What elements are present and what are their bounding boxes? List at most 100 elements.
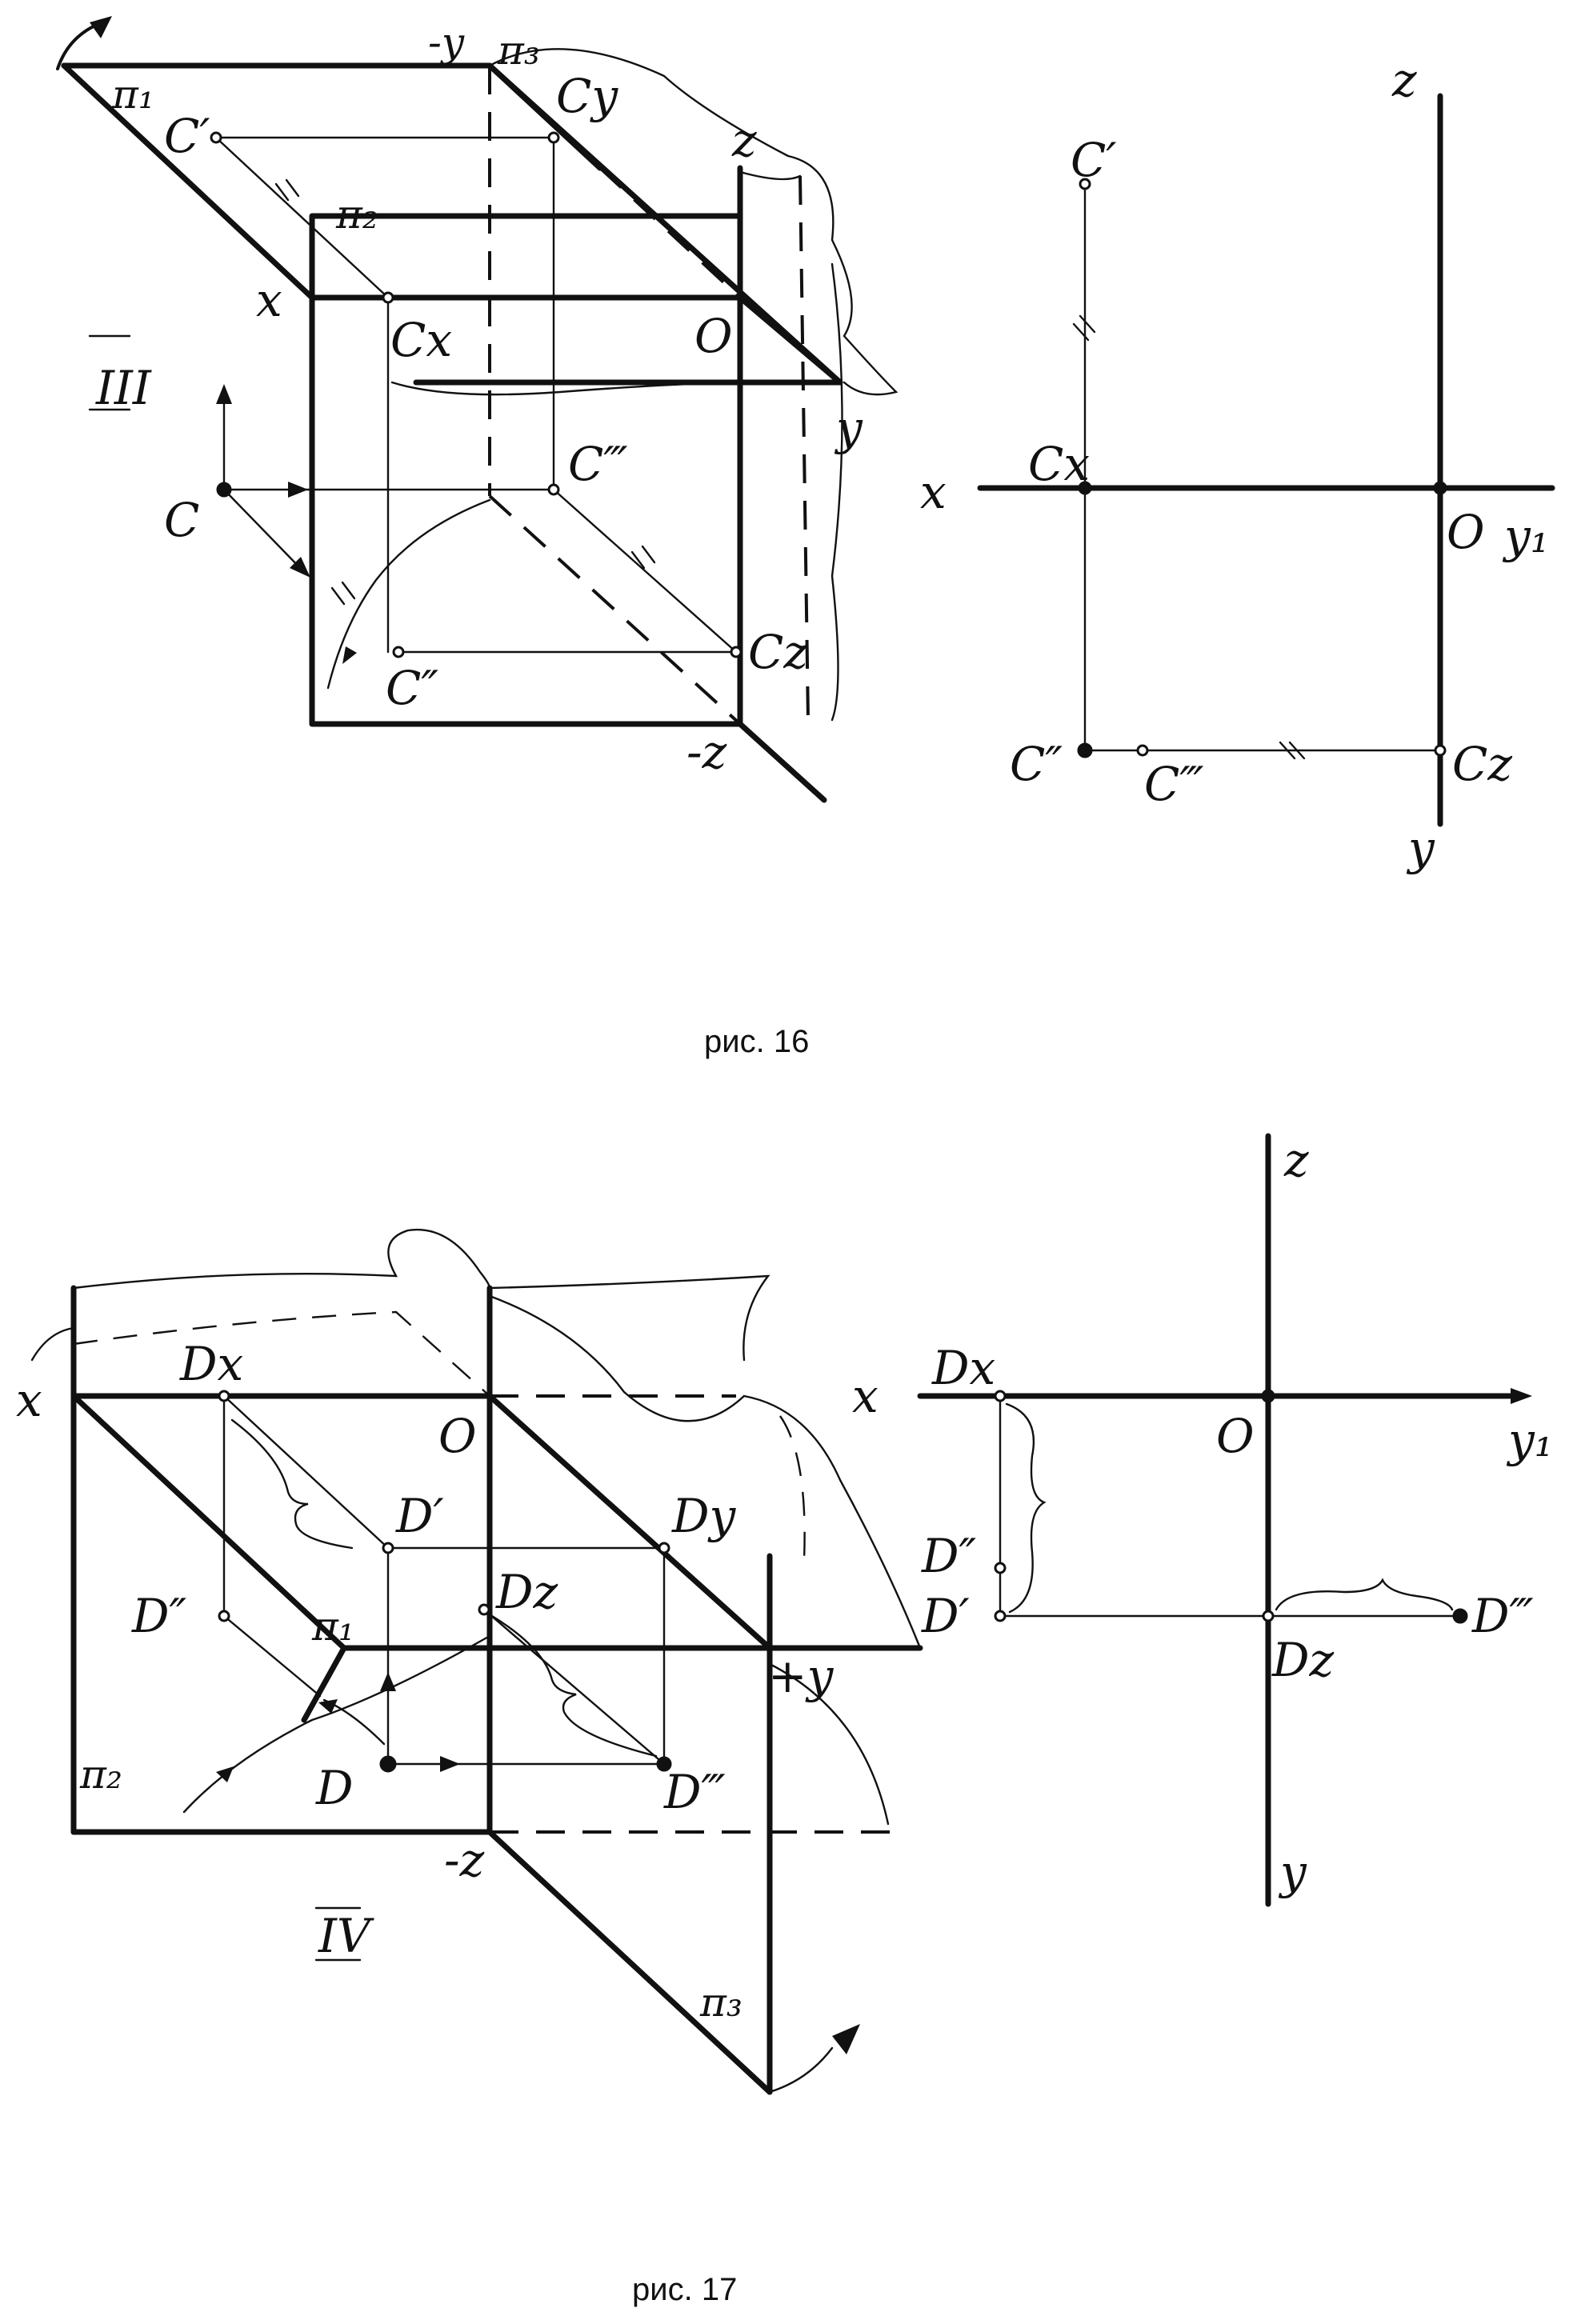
fig17-epure-label-y: y xyxy=(1278,1845,1307,1899)
fig17-epure-point-d2 xyxy=(994,1562,1007,1574)
fig16-epure-point-cx xyxy=(1078,481,1092,495)
fig16-freehand-cut-p1 xyxy=(390,381,842,396)
fig16-plane-p2-frame xyxy=(309,213,743,727)
fig16-label-c: C xyxy=(164,493,199,547)
fig16-epure-label-c1: C′ xyxy=(1071,133,1117,187)
fig16-octant-label: III xyxy=(95,361,152,415)
fig17-rotation-arrowhead xyxy=(832,2024,860,2054)
fig17-arrowhead-diag xyxy=(318,1699,338,1714)
fig17-epure-label-o: O xyxy=(1216,1409,1255,1463)
fig17-label-pos-y: +y xyxy=(768,1649,835,1703)
fig17-freehand-left xyxy=(30,1326,75,1362)
fig17-epure-brace-vertical xyxy=(1005,1402,1047,1614)
fig17-point-dy xyxy=(658,1542,670,1554)
fig16-line-c-diag xyxy=(222,488,306,574)
fig17-epure-label-d1: D′ xyxy=(921,1589,970,1643)
fig17-freehand-inner xyxy=(488,1294,746,1422)
fig17-epure-x-arrowhead xyxy=(1511,1388,1532,1404)
fig17-label-dx: Dx xyxy=(179,1337,243,1391)
fig16-plane-p1-outline xyxy=(61,62,843,386)
fig16-p1-left-edge xyxy=(61,62,315,301)
fig16-epure-point-o xyxy=(1433,481,1447,495)
fig16-epure-label-x: x xyxy=(920,465,947,519)
fig17-brace-dz-d3 xyxy=(490,1614,658,1758)
fig16-p3-top-diagonal xyxy=(486,62,603,171)
fig16-label-neg-y: -y xyxy=(428,19,465,66)
fig16-tick-2b xyxy=(341,581,356,600)
fig16-line-c1-cx xyxy=(214,136,390,299)
fig16-arrowhead-right xyxy=(288,482,308,498)
fig16-label-cy: Cy xyxy=(556,69,618,123)
fig17-point-d xyxy=(379,1755,397,1773)
fig17-epure-point-d3 xyxy=(1452,1608,1468,1624)
fig16-tick-1a xyxy=(274,182,290,202)
fig16-rotation-arrowhead xyxy=(90,16,112,38)
fig16-epure-tick-2b xyxy=(1288,741,1306,760)
fig16-point-c xyxy=(216,482,232,498)
fig16-3d-view: III π₁ π₂ π₃ -y y z -z x O C′ Cy Cx C‴ C… xyxy=(56,16,899,803)
fig17-hidden-upper xyxy=(73,1310,490,1397)
fig17-rotation-arc xyxy=(768,2046,834,2094)
fig16-epure-label-y1: y₁ xyxy=(1502,509,1549,563)
fig16-freehand-cut-upper xyxy=(488,48,899,396)
fig17-epure-point-dz xyxy=(1262,1610,1275,1622)
fig16-tick-2a xyxy=(330,586,346,606)
fig17-freehand-top-left xyxy=(72,1228,491,1290)
fig17-freehand-right xyxy=(742,1394,922,1650)
fig16-epure-label-cx: Cx xyxy=(1028,437,1090,491)
fig16-epure-point-cz xyxy=(1434,744,1447,757)
fig17-epure-label-y1: y₁ xyxy=(1506,1413,1553,1467)
fig16-epure-label-o: O xyxy=(1447,505,1485,559)
fig16-label-o: O xyxy=(694,309,733,363)
fig16-label-x: x xyxy=(256,273,282,327)
fig16-point-cx xyxy=(382,291,394,304)
fig16-epure-tick-1b xyxy=(1079,314,1096,334)
fig17-point-d1 xyxy=(382,1542,394,1554)
fig17-octant-label: IV xyxy=(318,1909,374,1963)
fig17-epure-label-d2: D″ xyxy=(921,1529,977,1583)
fig17-arrowhead-right xyxy=(440,1756,460,1772)
fig16-label-p1: π₁ xyxy=(111,71,154,118)
fig17-rotation-arc-lower xyxy=(182,1634,491,1814)
fig17-freehand-right-lower xyxy=(768,1662,890,1826)
fig17-caption: рис. 17 xyxy=(632,2272,737,2307)
fig16-point-c3 xyxy=(547,483,560,496)
fig16-point-c2 xyxy=(392,646,405,658)
fig16-label-p2: π₂ xyxy=(335,191,378,238)
fig17-epure-brace-horizontal xyxy=(1275,1578,1454,1611)
fig17-arrowhead-up xyxy=(380,1672,396,1691)
fig17-label-neg-z: -z xyxy=(444,1833,485,1887)
fig17-label-d3: D‴ xyxy=(663,1765,726,1819)
fig16-freehand-cut-right xyxy=(831,262,843,722)
fig16-arrowhead-diag xyxy=(290,557,310,578)
fig17-brace-dx-d1 xyxy=(230,1418,354,1550)
fig16-epure: z C′ x Cx O y₁ C″ C‴ Cz y xyxy=(920,53,1555,875)
fig16-epure-tick-1a xyxy=(1072,322,1090,342)
fig17-label-o: O xyxy=(438,1409,477,1463)
fig17-epure-point-dx xyxy=(994,1390,1007,1402)
fig16-epure-point-c1 xyxy=(1079,178,1091,190)
fig17-line-d2-diag xyxy=(222,1614,322,1698)
fig17-epure-label-dz: Dz xyxy=(1271,1633,1335,1687)
fig17-label-p1: π₁ xyxy=(311,1603,354,1650)
fig16-oy-axis xyxy=(737,294,843,386)
fig17-hidden-right xyxy=(779,1415,806,1561)
fig16-epure-tick-2a xyxy=(1279,741,1296,760)
fig17-label-d2: D″ xyxy=(131,1589,187,1643)
fig17-point-d2 xyxy=(218,1610,230,1622)
fig17-label-x: x xyxy=(16,1373,42,1427)
fig16-arrowhead-up xyxy=(216,384,232,404)
fig16-epure-label-y: y xyxy=(1406,821,1435,875)
fig17-epure-label-dx: Dx xyxy=(931,1341,995,1395)
fig16-epure-label-cz: Cz xyxy=(1452,737,1512,791)
fig16-label-neg-z: -z xyxy=(686,725,727,779)
fig17-p3-diagonal xyxy=(486,1829,773,2095)
fig17-line-dz-d3 xyxy=(482,1608,666,1766)
fig16-freehand-top xyxy=(738,170,802,181)
fig17-label-p2: π₂ xyxy=(79,1751,122,1798)
fig17-epure-label-d3: D‴ xyxy=(1471,1589,1534,1643)
fig17-p1-diagonal xyxy=(70,1393,347,1651)
fig16-epure-label-z: z xyxy=(1391,53,1417,107)
fig16-label-y: y xyxy=(834,401,863,455)
